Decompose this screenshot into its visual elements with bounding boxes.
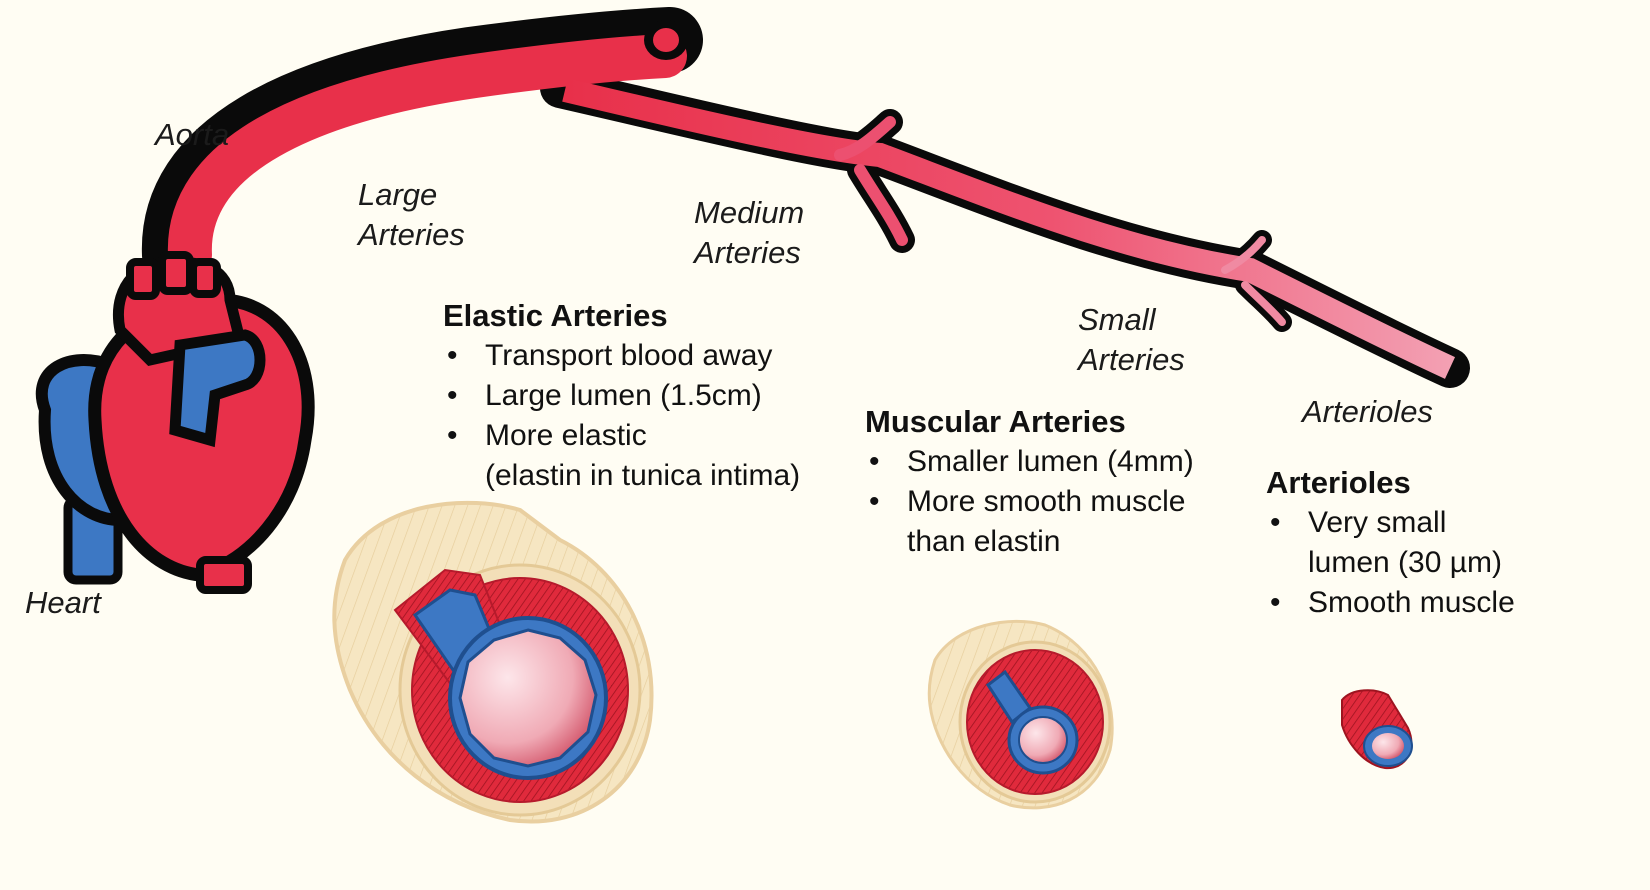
muscular-arteries-list: Smaller lumen (4mm) More smooth muscle t… — [865, 442, 1194, 562]
branch2 — [854, 164, 908, 246]
heart-branch-c — [189, 258, 221, 298]
muscular-lumen — [1018, 716, 1068, 764]
branch1 — [834, 116, 896, 161]
pulmonary-vessel — [169, 329, 266, 448]
elastic-bullet-2: Large lumen (1.5cm) — [443, 376, 800, 416]
elastic-arteries-title: Elastic Arteries — [443, 298, 668, 333]
arteriole-cross-section — [1341, 689, 1413, 770]
artery-tree — [141, 7, 1470, 388]
muscular-arteries-title: Muscular Arteries — [865, 404, 1126, 439]
label-large-arteries: Large Arteries — [358, 177, 465, 252]
artery-trunk — [562, 78, 1456, 379]
label-small-arteries: Small Arteries — [1078, 302, 1185, 377]
label-medium-arteries: Medium Arteries — [694, 195, 805, 270]
label-arterioles: Arterioles — [1302, 394, 1433, 429]
aorta-opening-inner — [653, 28, 679, 52]
elastic-lumen — [458, 628, 598, 768]
branch3 — [1221, 236, 1266, 274]
elastic-arteries-list: Transport blood away Large lumen (1.5cm)… — [443, 336, 800, 496]
arterioles-block: Arterioles Very small lumen (30 µm) Smoo… — [1266, 463, 1515, 623]
heart-illustration — [35, 251, 315, 594]
heart-branch-a — [126, 258, 160, 300]
heart-branch-b — [158, 251, 194, 295]
label-aorta: Aorta — [155, 117, 230, 152]
aorta-vessel — [167, 34, 687, 277]
branch4 — [1241, 281, 1286, 326]
elastic-artery-cross-section — [332, 500, 654, 824]
elastic-bullet-3: More elastic (elastin in tunica intima) — [443, 416, 800, 496]
muscular-bullet-1: Smaller lumen (4mm) — [865, 442, 1194, 482]
muscular-bullet-2: More smooth muscle than elastin — [865, 482, 1194, 562]
elastic-arteries-block: Elastic Arteries Transport blood away La… — [443, 296, 800, 496]
arterioles-bullet-1: Very small lumen (30 µm) — [1266, 503, 1515, 583]
muscular-artery-cross-section — [927, 619, 1114, 810]
arteriole-lumen — [1372, 733, 1404, 759]
muscular-arteries-block: Muscular Arteries Smaller lumen (4mm) Mo… — [865, 402, 1194, 562]
arterioles-list: Very small lumen (30 µm) Smooth muscle — [1266, 503, 1515, 623]
label-heart: Heart — [25, 585, 101, 620]
elastic-bullet-1: Transport blood away — [443, 336, 800, 376]
arterioles-title: Arterioles — [1266, 465, 1411, 500]
heart-bottom-stub — [196, 556, 252, 594]
arterioles-bullet-2: Smooth muscle — [1266, 583, 1515, 623]
